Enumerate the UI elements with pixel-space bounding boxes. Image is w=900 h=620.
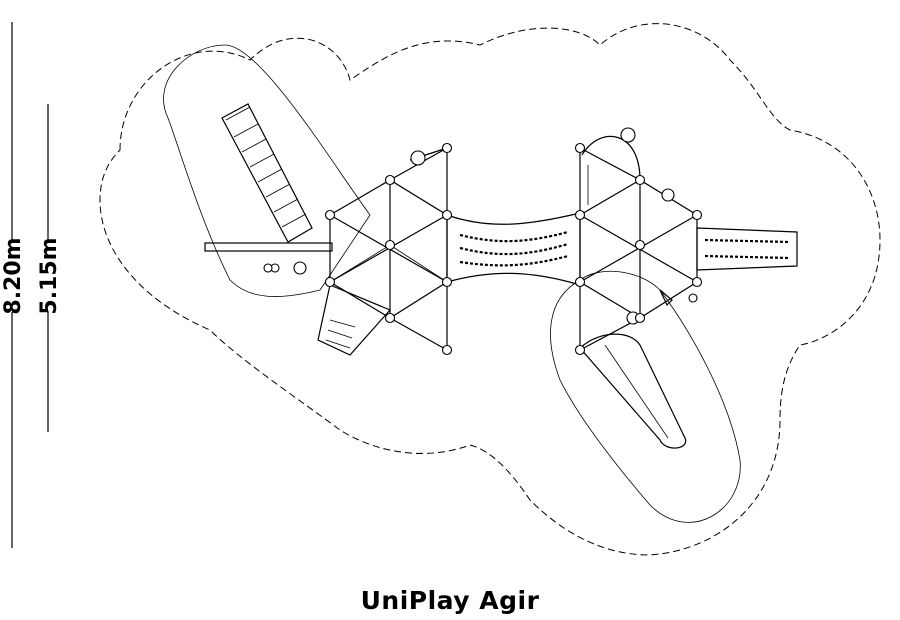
slide-runout-zone-left (163, 44, 371, 297)
slide-runout-zone-right (550, 270, 741, 523)
product-title: UniPlay Agir (360, 586, 540, 615)
post-markers (263, 127, 698, 325)
access-ramp-left (317, 284, 392, 356)
dimension-inner: 5.15m (37, 104, 62, 432)
frame-joints (324, 142, 703, 356)
climbing-net-right (696, 227, 798, 271)
dimension-inner-label: 5.15m (37, 237, 62, 314)
safety-zone-outline (99, 23, 881, 556)
balance-beam (204, 242, 333, 275)
dimension-outer: 8.20m (1, 22, 26, 548)
slide-left (221, 103, 313, 243)
net-bridge (446, 212, 581, 286)
slide-right (579, 333, 687, 449)
dimension-outer-label: 8.20m (1, 237, 26, 314)
